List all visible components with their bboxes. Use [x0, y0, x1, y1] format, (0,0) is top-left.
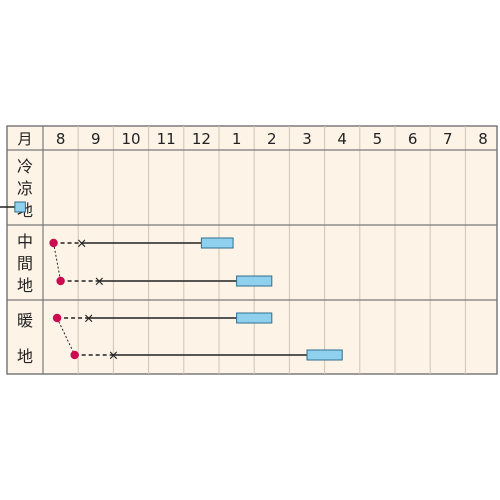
region-label-char: 中	[17, 232, 33, 251]
harvest-period-bar	[306, 349, 343, 361]
month-tick-label: 8	[56, 130, 66, 148]
planting-mark: ×	[76, 237, 87, 252]
sowing-dot	[56, 276, 65, 286]
harvest-period-bar	[236, 275, 273, 287]
month-tick-label: 1	[232, 130, 242, 148]
harvest-period-bar	[236, 312, 273, 324]
sowing-dot	[70, 350, 79, 360]
sowing-dot	[49, 238, 58, 248]
planting-mark: ×	[94, 275, 105, 290]
month-tick-label: 5	[373, 130, 383, 148]
month-tick-label: 2	[267, 130, 277, 148]
region-label-char: 間	[17, 254, 33, 273]
harvest-period-bar	[14, 201, 26, 213]
month-tick-label: 12	[192, 130, 211, 148]
month-tick-label: 9	[91, 130, 101, 148]
harvest-period-bar	[200, 237, 234, 249]
chart-background	[6, 125, 498, 375]
header-month-label: 月	[17, 130, 32, 148]
planting-mark: ×	[83, 312, 94, 327]
region-label-char: 地	[17, 276, 33, 295]
sowing-link-line	[53, 242, 62, 282]
region-label-char: 地	[17, 347, 33, 366]
month-tick-label: 6	[408, 130, 418, 148]
month-tick-label: 7	[443, 130, 453, 148]
month-tick-label: 11	[157, 130, 176, 148]
sowing-dot	[52, 313, 62, 323]
month-tick-label: 10	[121, 130, 140, 148]
month-tick-label: 3	[302, 130, 312, 148]
sowing-link-line	[56, 317, 76, 356]
month-tick-label: 8	[478, 130, 488, 148]
region-label-char: 暖	[17, 311, 33, 330]
planting-mark: ×	[108, 349, 119, 364]
month-tick-label: 4	[337, 130, 347, 148]
region-label-char: 凉	[17, 179, 33, 198]
region-label-char: 冷	[17, 157, 33, 176]
